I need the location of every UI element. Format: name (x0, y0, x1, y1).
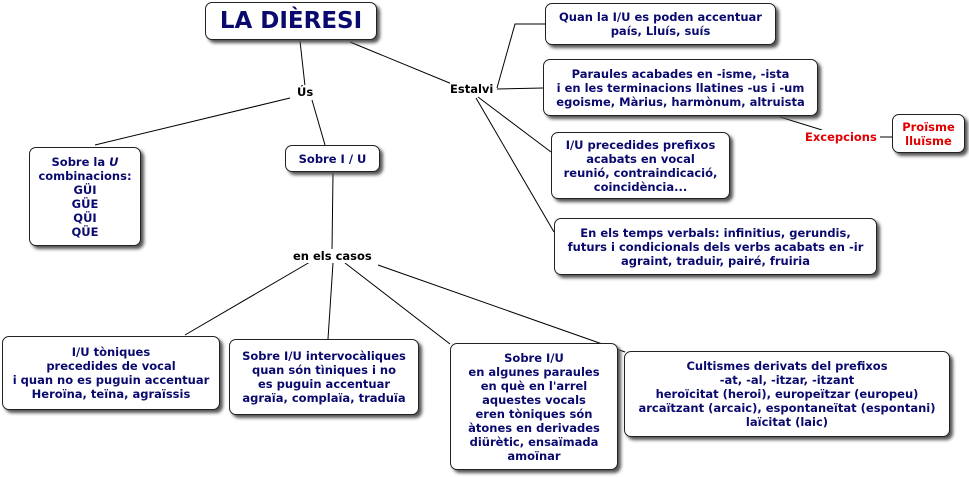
node-text: I/U tòniques (71, 345, 151, 359)
node-text: amoïnar (507, 448, 561, 463)
node-text: En els temps verbals: infinitius, gerund… (580, 225, 851, 240)
page-title: LA DIÈRESI (219, 8, 363, 34)
node-text: en algunes paraules (468, 364, 600, 379)
node-text: GÜE (71, 196, 99, 211)
node-text: Sobre I/U (504, 350, 564, 365)
label-en-els-casos: en els casos (293, 249, 372, 263)
node-text: Paraules acabades en -isme, -ista (571, 66, 790, 81)
node-accentuar[interactable]: Quan la I/U es poden accentuar país, Llu… (545, 3, 776, 45)
node-text: i en les terminacions llatines -us i -um (556, 80, 805, 95)
node-text: i quan no es puguin accentuar (12, 373, 210, 387)
node-text: egoisme, Màrius, harmònum, altruista (556, 94, 805, 109)
node-text: Sobre I / U (298, 151, 367, 166)
node-text: futurs i condicionals dels verbs acabats… (567, 239, 864, 254)
node-text: -at, -al, -itzar, -itzant (719, 373, 855, 387)
node-temps-verbals[interactable]: En els temps verbals: infinitius, gerund… (554, 218, 877, 275)
node-text: aquestes vocals (482, 392, 586, 407)
node-text: QÜI (73, 210, 97, 225)
node-text: eren tòniques són (475, 406, 593, 421)
node-text: laïcitat (laic) (745, 415, 829, 429)
label-excepcions: Excepcions (805, 130, 877, 144)
node-text: quan són tìniques i no (252, 363, 396, 377)
node-sobre-u[interactable]: Sobre la U combinacions: GÜI GÜE QÜI QÜE (29, 147, 141, 246)
node-text: es puguin accentuar (257, 377, 391, 391)
node-text: QÜE (71, 224, 99, 239)
node-cultismes[interactable]: Cultismes derivats del prefixos -at, -al… (624, 351, 950, 437)
node-text-prefix: Sobre la (51, 154, 110, 169)
title-node[interactable]: LA DIÈRESI (205, 2, 377, 40)
node-text: heroïcitat (heroi), europeïtzar (europeu… (655, 387, 919, 401)
node-text: agraïa, complaïa, traduïa (242, 391, 406, 405)
label-estalvi: Estalvi (450, 82, 494, 96)
node-text: coincidència... (593, 179, 688, 194)
label-us: Ús (297, 85, 314, 99)
node-text: àtones en derivades (468, 420, 600, 435)
node-text: Cultismes derivats del prefixos (686, 359, 888, 373)
node-text: combinacions: (38, 168, 132, 183)
node-text-u: U (109, 154, 119, 169)
node-text: agraint, traduir, pairé, fruiria (620, 253, 811, 268)
node-text: precedides de vocal (46, 359, 176, 373)
node-text: arcaïtzant (arcaic), espontaneïtat (espo… (638, 401, 936, 415)
node-text: en què en l'arrel (480, 378, 588, 393)
node-arrel[interactable]: Sobre I/U en algunes paraules en què en … (450, 343, 618, 470)
node-text: Heroïna, teïna, agraïssis (31, 387, 191, 401)
node-text: Sobre la U (30, 155, 140, 169)
node-text: lluïsme (905, 133, 952, 148)
node-text: Sobre I/U intervocàliques (242, 349, 406, 363)
node-prefixos[interactable]: I/U precedides prefixos acabats en vocal… (551, 132, 730, 199)
node-text: diürètic, ensaïmada (469, 434, 599, 449)
node-text: I/U precedides prefixos (565, 137, 716, 152)
node-intervocaliques[interactable]: Sobre I/U intervocàliques quan són tìniq… (229, 339, 419, 415)
node-text: Quan la I/U es poden accentuar (559, 10, 762, 24)
node-sobre-i-u[interactable]: Sobre I / U (285, 145, 380, 172)
node-isme-ista[interactable]: Paraules acabades en -isme, -ista i en l… (543, 59, 818, 116)
node-text: reunió, contraindicació, (563, 165, 718, 180)
node-text: GÜI (73, 182, 97, 197)
node-excepcions[interactable]: Proïsme lluïsme (892, 114, 965, 153)
node-text: Proïsme (902, 119, 955, 134)
node-text: país, Lluís, suís (610, 24, 711, 38)
node-text: acabats en vocal (586, 151, 695, 166)
node-toniques[interactable]: I/U tòniques precedides de vocal i quan … (2, 336, 220, 410)
